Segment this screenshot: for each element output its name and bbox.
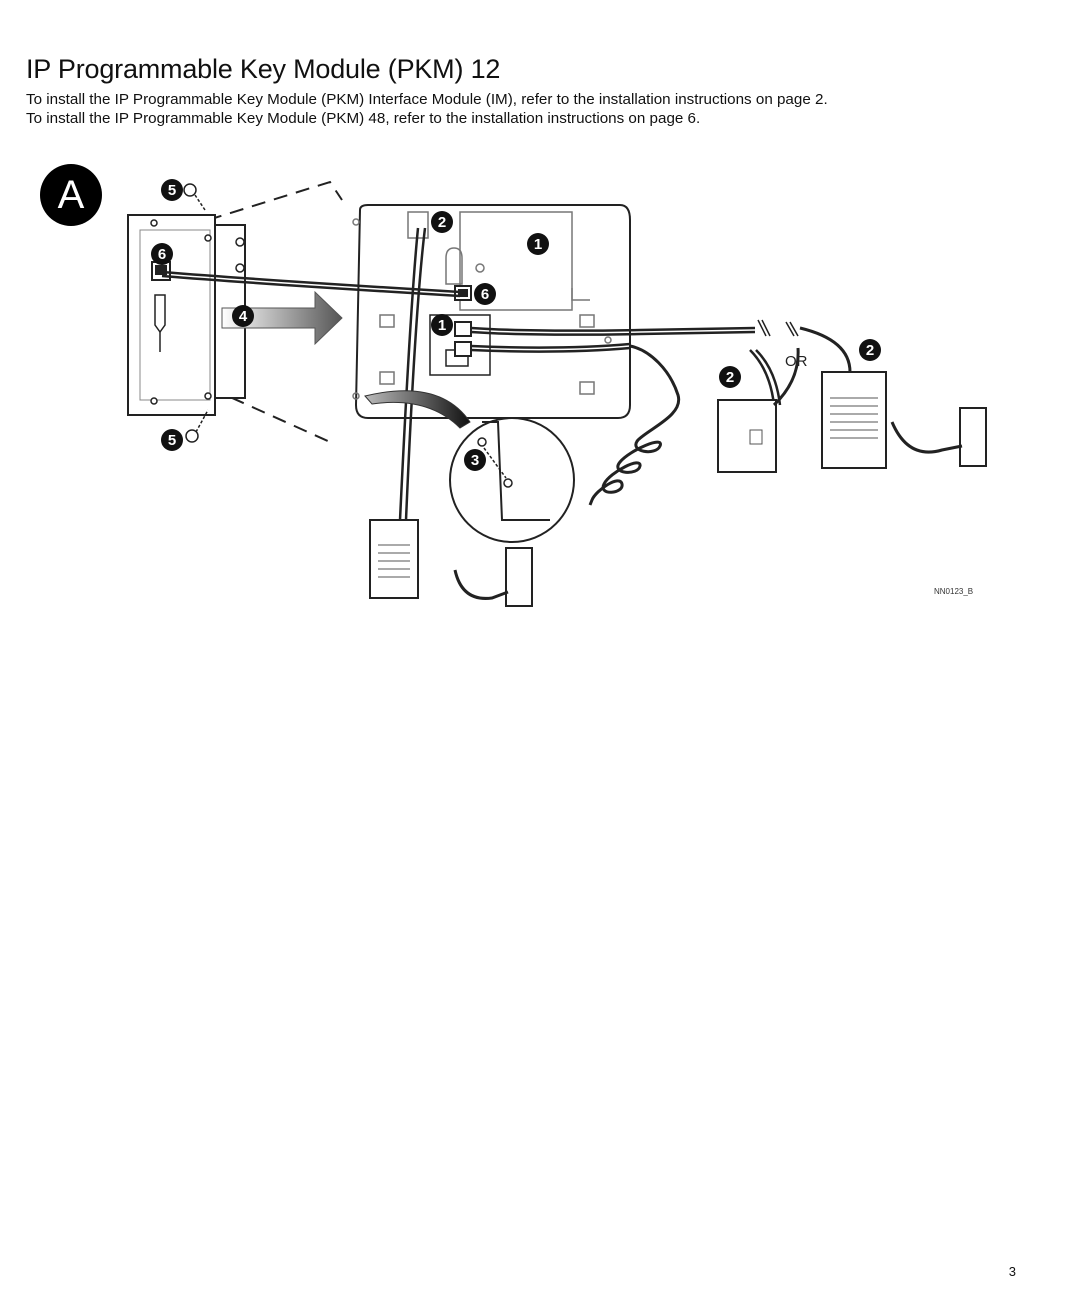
figure-code: NN0123_B [934,587,973,596]
alignment-guide-lines [207,180,343,443]
power-cords [453,326,963,600]
telephone-jacks [454,285,472,357]
magnifier-detail [482,421,550,521]
screw-icon [477,437,513,488]
step-markers: 5 6 4 5 2 1 6 [151,179,881,471]
panel-screw-holes [150,219,245,405]
svg-text:2: 2 [726,369,734,386]
svg-text:2: 2 [438,214,446,231]
or-label: OR [785,353,808,370]
svg-text:6: 6 [481,286,489,303]
svg-text:1: 1 [534,236,542,253]
adapter-vents [378,397,878,578]
section-badge: A [40,164,102,226]
power-adapter-box [369,371,887,599]
step-marker: 2 [859,339,881,361]
cut-line-icon [785,321,799,337]
step-marker: 1 [527,233,549,255]
svg-text:2: 2 [866,342,874,359]
svg-text:4: 4 [239,308,248,325]
cut-line-icon [757,319,771,337]
connection-cables [161,227,782,521]
svg-text:6: 6 [158,246,166,263]
page-number: 3 [1008,1264,1016,1279]
insert-arrow-icon [221,290,343,346]
step-marker: 5 [161,429,183,451]
svg-text:5: 5 [168,182,176,199]
step-marker: 4 [232,305,254,327]
intro-text: To install the IP Programmable Key Modul… [26,90,828,128]
screw-icon [183,183,209,443]
telephone-base [354,204,631,419]
installation-figure: 5 6 4 5 2 1 6 [110,160,1010,620]
intro-line-pkm48: To install the IP Programmable Key Modul… [26,110,701,127]
step-marker: 1 [431,314,453,336]
step-marker: 6 [474,283,496,305]
callout-swoop [364,390,471,429]
svg-text:3: 3 [471,452,479,469]
step-marker: 2 [431,211,453,233]
wall-outlet [505,407,987,607]
step-marker: 2 [719,366,741,388]
step-marker: 3 [464,449,486,471]
intro-line-pkm-im: To install the IP Programmable Key Modul… [26,91,828,108]
svg-text:1: 1 [438,317,446,334]
page-title: IP Programmable Key Module (PKM) 12 [26,54,501,84]
step-marker: 6 [151,243,173,265]
coiled-handset-cord [588,344,681,506]
magnifier-circle [449,417,575,543]
step-marker: 5 [161,179,183,201]
svg-text:5: 5 [168,432,176,449]
